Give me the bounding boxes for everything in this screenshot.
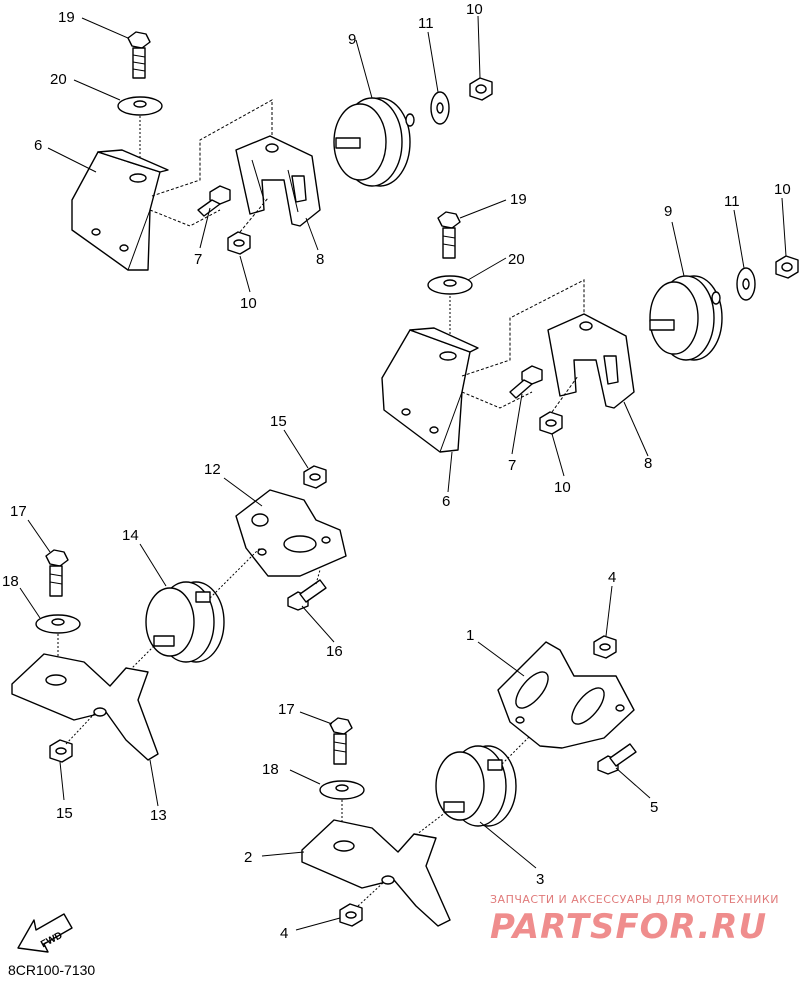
nut-10b xyxy=(469,77,493,101)
bolt-17b xyxy=(329,717,353,765)
assembly-top-left xyxy=(71,31,493,271)
bracket-2 xyxy=(301,819,451,927)
callout-20b: 20 xyxy=(508,251,525,268)
nut-10d xyxy=(775,255,799,279)
bracket-1 xyxy=(497,641,635,749)
callout-1: 1 xyxy=(466,627,474,644)
bracket-12 xyxy=(235,489,347,577)
assembly-bottom-right xyxy=(301,635,637,927)
callout-numbers: 19 20 6 7 10 8 9 11 10 19 20 9 11 10 7 8… xyxy=(2,1,791,942)
callout-10d: 10 xyxy=(554,479,571,496)
callout-2: 2 xyxy=(244,849,252,866)
callout-5: 5 xyxy=(650,799,658,816)
callout-10c: 10 xyxy=(774,181,791,198)
assembly-top-right xyxy=(381,211,799,453)
leader-lines xyxy=(19,15,787,931)
callout-10a: 10 xyxy=(240,295,257,312)
nut-4a xyxy=(593,635,617,659)
mount-9a xyxy=(333,97,415,187)
callout-15b: 15 xyxy=(56,805,73,822)
nut-15b xyxy=(49,739,73,763)
callout-9a: 9 xyxy=(348,31,356,48)
mount-9b xyxy=(649,275,723,361)
callout-15a: 15 xyxy=(270,413,287,430)
callout-6a: 6 xyxy=(34,137,42,154)
mount-3 xyxy=(435,745,517,827)
callout-3: 3 xyxy=(536,871,544,888)
bracket-8b xyxy=(547,313,635,409)
callout-19a: 19 xyxy=(58,9,75,26)
bracket-6b xyxy=(381,327,479,453)
callout-12: 12 xyxy=(204,461,221,478)
callout-4a: 4 xyxy=(608,569,616,586)
washer-18a xyxy=(35,614,81,634)
callout-17a: 17 xyxy=(10,503,27,520)
callout-8a: 8 xyxy=(316,251,324,268)
washer-20a xyxy=(117,96,163,116)
washer-20b xyxy=(427,275,473,295)
bolt-7a xyxy=(197,185,231,217)
callout-19b: 19 xyxy=(510,191,527,208)
bolt-19a xyxy=(127,31,151,79)
assembly-middle-left xyxy=(11,465,347,763)
nut-4b xyxy=(339,903,363,927)
callout-18b: 18 xyxy=(262,761,279,778)
diagram-code: 8CR100-7130 xyxy=(8,962,96,978)
bolt-19b xyxy=(437,211,461,259)
callout-20a: 20 xyxy=(50,71,67,88)
callout-17b: 17 xyxy=(278,701,295,718)
bracket-8a xyxy=(235,135,321,227)
bolt-16 xyxy=(287,579,327,611)
bracket-13 xyxy=(11,653,159,761)
nut-15a xyxy=(303,465,327,489)
callout-11b: 11 xyxy=(724,193,740,210)
callout-8b: 8 xyxy=(644,455,652,472)
callout-16: 16 xyxy=(326,643,343,660)
callout-14: 14 xyxy=(122,527,139,544)
nut-10c xyxy=(539,411,563,435)
callout-18a: 18 xyxy=(2,573,19,590)
callout-4b: 4 xyxy=(280,925,288,942)
callout-10b: 10 xyxy=(466,1,483,18)
bolt-7b xyxy=(509,365,543,399)
callout-7a: 7 xyxy=(194,251,202,268)
mount-14 xyxy=(145,581,225,663)
callout-9b: 9 xyxy=(664,203,672,220)
watermark-logo: PARTSFOR.RU xyxy=(490,907,768,947)
bolt-17a xyxy=(45,549,69,597)
callout-7b: 7 xyxy=(508,457,516,474)
watermark-tagline: ЗАПЧАСТИ И АКСЕССУАРЫ ДЛЯ МОТОТЕХНИКИ xyxy=(490,893,779,906)
fwd-arrow: FWD xyxy=(17,913,73,953)
bracket-6a xyxy=(71,149,169,271)
callout-13: 13 xyxy=(150,807,167,824)
bolt-5 xyxy=(597,743,637,775)
callout-6b: 6 xyxy=(442,493,450,510)
washer-18b xyxy=(319,780,365,800)
callout-11a: 11 xyxy=(418,15,434,32)
nut-10a xyxy=(227,231,251,255)
